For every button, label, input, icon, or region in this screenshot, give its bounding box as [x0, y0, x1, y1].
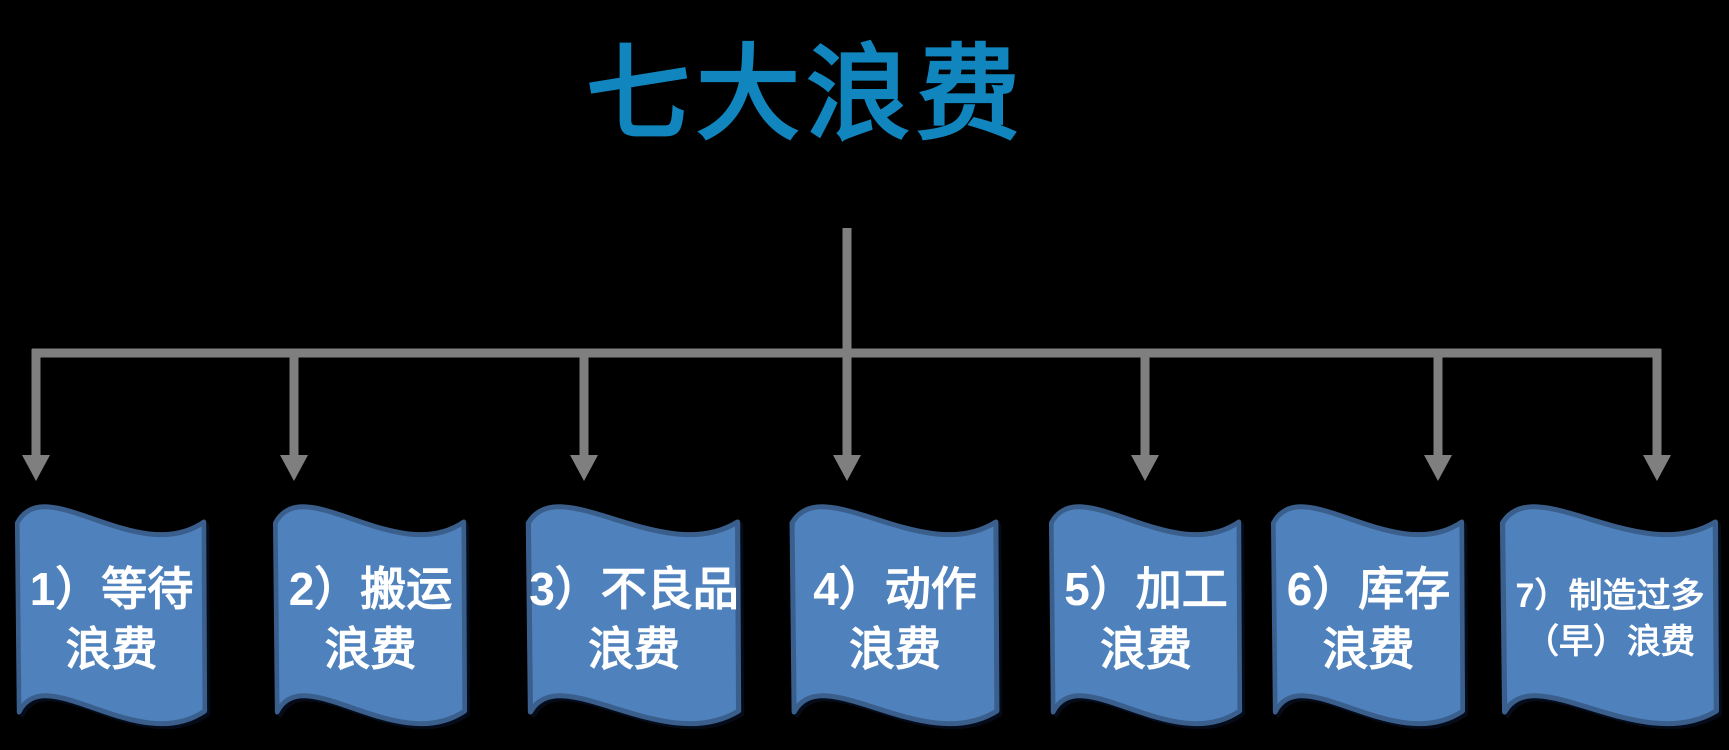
flag-label-line1: 3）不良品	[529, 563, 739, 616]
flag-label-line2: 浪费	[1100, 623, 1192, 675]
wave-shape	[789, 504, 1000, 727]
flag-label-line2: 浪费	[65, 623, 158, 675]
flag-label-line1: 2）搬运	[288, 563, 453, 616]
arrow-down-icon	[570, 455, 598, 481]
arrow-down-icon	[22, 455, 50, 481]
branch-arrow-5	[1131, 349, 1159, 481]
wave-shape	[272, 504, 468, 727]
arrow-down-icon	[280, 455, 308, 481]
flag-label-line2: 浪费	[1322, 623, 1415, 675]
wave-shape	[1048, 504, 1243, 727]
flag-label: 4）动作 浪费	[782, 478, 1008, 748]
wave-shape	[1270, 504, 1466, 727]
flag-motion-waste: 4）动作 浪费	[782, 478, 1008, 748]
branch-arrow-6	[1424, 349, 1452, 481]
flag-defects-waste: 3）不良品 浪费	[518, 478, 750, 748]
flag-label-line2: （早）浪费	[1525, 623, 1695, 661]
branch-arrow-4	[833, 349, 861, 481]
flag-label-line1: 6）库存	[1286, 563, 1451, 616]
flag-label: 1）等待 浪费	[8, 478, 215, 748]
flag-inventory-waste: 6）库存 浪费	[1264, 478, 1473, 748]
flag-label: 5）加工 浪费	[1042, 478, 1250, 748]
wave-shape	[14, 504, 208, 727]
flag-label-line1: 7）制造过多	[1515, 577, 1705, 616]
wave-shape	[1499, 504, 1720, 727]
flag-label: 2）搬运 浪费	[266, 478, 475, 748]
flag-waiting-waste: 1）等待 浪费	[8, 478, 215, 748]
flag-label-line1: 5）加工	[1064, 563, 1228, 616]
flag-overproduction-waste: 7）制造过多 （早）浪费	[1492, 478, 1728, 748]
arrow-down-icon	[1643, 455, 1671, 481]
page-title: 七大浪费	[585, 37, 1026, 153]
flag-transport-waste: 2）搬运 浪费	[266, 478, 475, 748]
flag-processing-waste: 5）加工 浪费	[1042, 478, 1250, 748]
arrow-down-icon	[1131, 455, 1159, 481]
flag-label-line2: 浪费	[588, 623, 680, 675]
branch-arrow-1	[22, 349, 50, 481]
flag-label-line2: 浪费	[324, 623, 417, 675]
arrow-down-icon	[1424, 455, 1452, 481]
flag-label-line1: 4）动作	[813, 563, 977, 616]
flag-label: 3）不良品 浪费	[518, 478, 750, 748]
flag-label: 7）制造过多 （早）浪费	[1492, 478, 1728, 748]
wave-shape	[525, 504, 742, 727]
arrow-down-icon	[833, 455, 861, 481]
flag-label-line2: 浪费	[849, 623, 941, 675]
flag-label: 6）库存 浪费	[1264, 478, 1473, 748]
branch-arrow-7	[1643, 349, 1671, 481]
branch-arrow-2	[280, 349, 308, 481]
flag-label-line1: 1）等待	[29, 563, 194, 616]
branch-arrow-3	[570, 349, 598, 481]
